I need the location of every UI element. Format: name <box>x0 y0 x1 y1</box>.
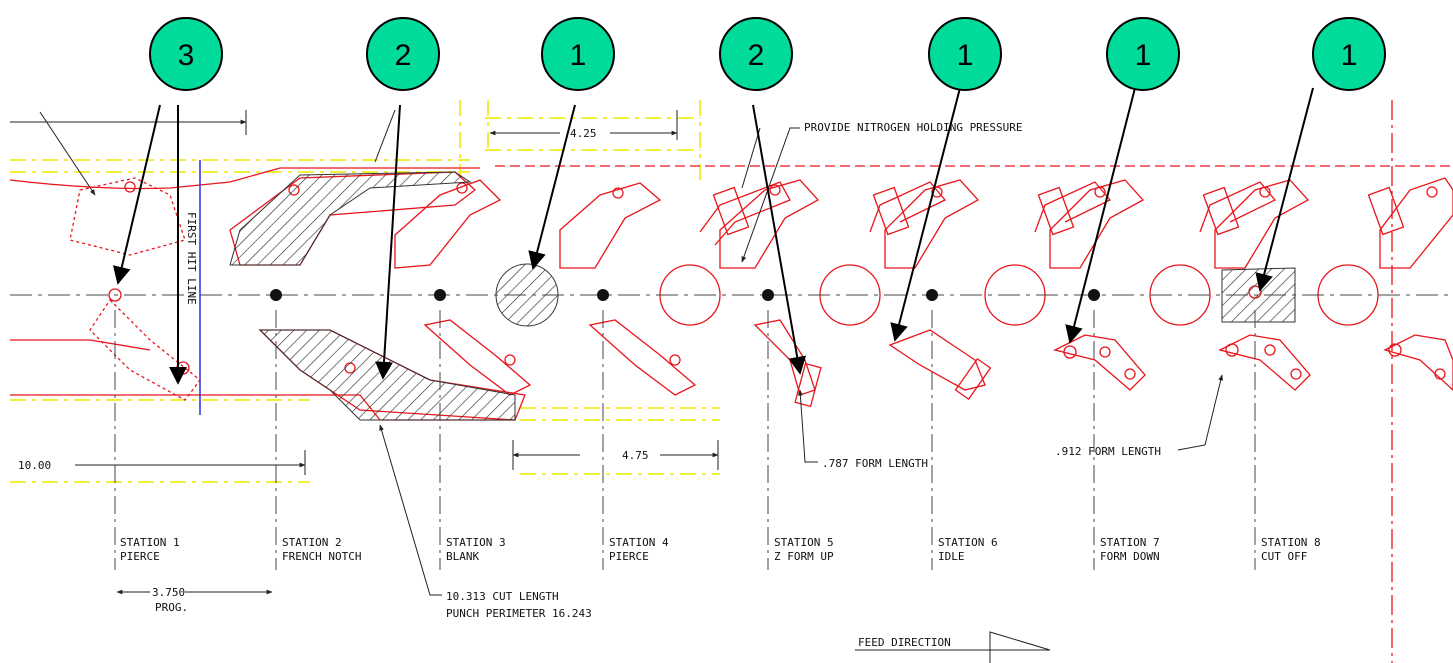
station-7-line2: FORM DOWN <box>1100 550 1160 563</box>
punch-perimeter-note: PUNCH PERIMETER 16.243 <box>446 607 592 620</box>
station-4-line1: STATION 4 <box>609 536 669 549</box>
station-7-line1: STATION 7 <box>1100 536 1160 549</box>
dim-prog: PROG. <box>155 601 188 614</box>
cad-annotations: PROVIDE NITROGEN HOLDING PRESSURE .787 F… <box>18 121 1161 620</box>
station-5-line1: STATION 5 <box>774 536 834 549</box>
nitrogen-note: PROVIDE NITROGEN HOLDING PRESSURE <box>804 121 1023 134</box>
dim-4-25: 4.25 <box>570 127 597 140</box>
station-3-line1: STATION 3 <box>446 536 506 549</box>
station-1-line1: STATION 1 <box>120 536 180 549</box>
station-parts <box>69 171 1453 421</box>
callout-badge-7: 1 <box>1312 17 1386 91</box>
station-4-line2: PIERCE <box>609 550 649 563</box>
pilot-markers <box>270 289 1100 301</box>
callout-badge-1: 3 <box>149 17 223 91</box>
cut-length-note: 10.313 CUT LENGTH <box>446 590 559 603</box>
dim-4-75: 4.75 <box>622 449 649 462</box>
station-1-line2: PIERCE <box>120 550 160 563</box>
callout-badge-6: 1 <box>1106 17 1180 91</box>
station-2-line2: FRENCH NOTCH <box>282 550 361 563</box>
station-8-line1: STATION 8 <box>1261 536 1321 549</box>
svg-text:2: 2 <box>395 39 412 72</box>
feed-direction-arrow-icon <box>989 631 1051 651</box>
station-labels: STATION 1 PIERCE STATION 2 FRENCH NOTCH … <box>120 536 1321 563</box>
feed-direction: FEED DIRECTION <box>855 631 1051 663</box>
callout-badge-3: 1 <box>541 17 615 91</box>
strip-carrier-rails <box>10 100 720 483</box>
station-8-line2: CUT OFF <box>1261 550 1307 563</box>
svg-text:1: 1 <box>1341 39 1358 72</box>
form-787-note: .787 FORM LENGTH <box>822 457 928 470</box>
form-912-note: .912 FORM LENGTH <box>1055 445 1161 458</box>
callout-arrows <box>112 87 1314 385</box>
station-5-line2: Z FORM UP <box>774 550 834 563</box>
station-2-line1: STATION 2 <box>282 536 342 549</box>
svg-text:3: 3 <box>178 39 195 72</box>
dim-3-750: 3.750 <box>152 586 185 599</box>
leader-lines <box>39 109 1224 596</box>
station-6-line1: STATION 6 <box>938 536 998 549</box>
dimension-lines <box>10 110 719 595</box>
centerlines <box>10 294 1453 570</box>
feed-direction-label: FEED DIRECTION <box>858 636 951 649</box>
svg-text:1: 1 <box>570 39 587 72</box>
station-3-line2: BLANK <box>446 550 479 563</box>
first-hit-line-label: FIRST HIT LINE <box>185 212 198 305</box>
callout-badge-2: 2 <box>366 17 440 91</box>
callout-badge-4: 2 <box>719 17 793 91</box>
dim-10-00: 10.00 <box>18 459 51 472</box>
svg-text:2: 2 <box>748 39 765 72</box>
station-6-line2: IDLE <box>938 550 965 563</box>
callout-badge-5: 1 <box>928 17 1002 91</box>
svg-text:1: 1 <box>1135 39 1152 72</box>
callout-badges: 3 2 1 2 1 1 1 <box>149 17 1386 91</box>
svg-text:1: 1 <box>957 39 974 72</box>
